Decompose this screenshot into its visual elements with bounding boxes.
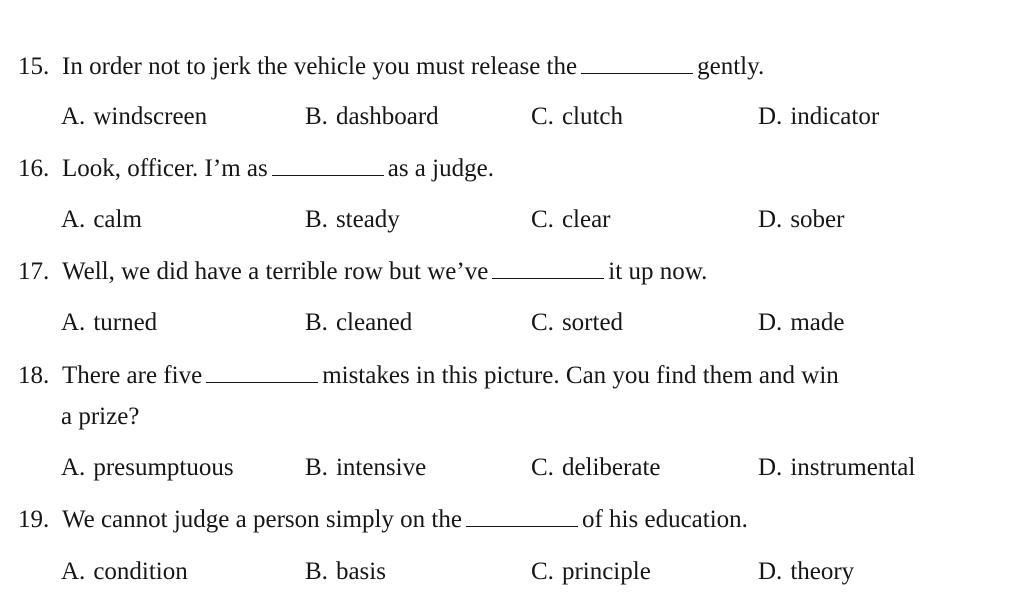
question-18: 18. There are five mistakes in this pictur… [18, 361, 839, 391]
answer-blank [206, 362, 319, 383]
option-d: D.made [758, 309, 845, 336]
question-text-after: mistakes in this picture. Can you find t… [322, 362, 839, 389]
question-15: 15. In order not to jerk the vehicle you … [18, 52, 764, 82]
answer-blank [492, 258, 605, 279]
answer-blank [581, 53, 694, 74]
answer-blank [465, 506, 578, 527]
options-19: A.condition B.basis C.principle D.theory [0, 557, 1024, 587]
question-text-after: as a judge. [387, 155, 494, 182]
option-d: D.theory [758, 558, 855, 585]
option-a: A.presumptuous [61, 454, 234, 481]
question-17: 17. Well, we did have a terrible row but … [18, 257, 707, 287]
question-text-before: Look, officer. I’m as [62, 155, 268, 182]
options-18: A.presumptuous B.intensive C.deliberate … [0, 453, 1024, 483]
question-16: 16. Look, officer. I’m as as a judge. [18, 154, 494, 184]
question-text-after: gently. [697, 53, 765, 80]
question-text-before: We cannot judge a person simply on the [62, 506, 462, 533]
question-number: 15. [18, 53, 50, 80]
question-number: 19. [18, 506, 50, 533]
question-text-before: Well, we did have a terrible row but we’… [62, 258, 489, 285]
question-text-after: it up now. [608, 258, 708, 285]
option-b: B.intensive [305, 454, 427, 481]
option-a: A.windscreen [61, 103, 208, 130]
question-number: 18. [18, 362, 50, 389]
question-text-after: of his education. [581, 506, 748, 533]
option-c: C.deliberate [531, 454, 661, 481]
question-19: 19. We cannot judge a person simply on th… [18, 505, 748, 535]
option-d: D.instrumental [758, 454, 916, 481]
option-d: D.indicator [758, 103, 880, 130]
question-text-before: There are five [62, 362, 203, 389]
option-c: C.sorted [531, 309, 624, 336]
options-15: A.windscreen B.dashboard C.clutch D.indi… [0, 102, 1024, 132]
option-c: C.clear [531, 206, 611, 233]
answer-blank [271, 155, 384, 176]
option-b: B.dashboard [305, 103, 439, 130]
option-c: C.principle [531, 558, 651, 585]
option-a: A.turned [61, 309, 158, 336]
option-b: B.steady [305, 206, 400, 233]
question-number: 17. [18, 258, 50, 285]
option-b: B.basis [305, 558, 386, 585]
option-b: B.cleaned [305, 309, 413, 336]
options-16: A.calm B.steady C.clear D.sober [0, 205, 1024, 235]
option-c: C.clutch [531, 103, 624, 130]
question-18-continuation: a prize? [61, 403, 140, 430]
option-a: A.condition [61, 558, 188, 585]
question-number: 16. [18, 155, 50, 182]
options-17: A.turned B.cleaned C.sorted D.made [0, 308, 1024, 338]
option-a: A.calm [61, 206, 142, 233]
option-d: D.sober [758, 206, 845, 233]
question-text-before: In order not to jerk the vehicle you mus… [62, 53, 578, 80]
